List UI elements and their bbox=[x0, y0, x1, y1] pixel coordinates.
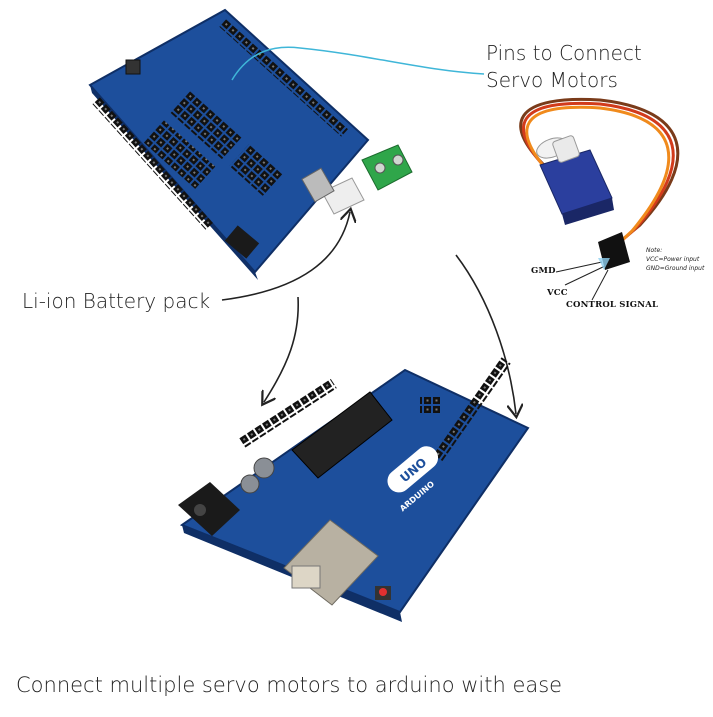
battery-label: Li-ion Battery pack bbox=[22, 289, 211, 313]
arduino-header-left bbox=[238, 378, 337, 449]
arduino-microcontroller bbox=[291, 391, 393, 479]
servo-motor bbox=[519, 97, 680, 270]
pins-pointer-line bbox=[231, 46, 485, 81]
servo-shield-board bbox=[88, 8, 413, 280]
shield-battery-connector bbox=[321, 177, 365, 215]
pins-label-line2: Servo Motors bbox=[486, 68, 618, 92]
shield-switch bbox=[301, 167, 335, 203]
arduino-header-right bbox=[432, 356, 511, 462]
pins-label: Pins to Connect Servo Motors bbox=[486, 40, 642, 94]
servo-note-line1: VCC=Power input bbox=[646, 256, 700, 263]
servo-note-title: Note: bbox=[646, 247, 663, 254]
servo-note-line2: GND=Ground input bbox=[646, 265, 705, 272]
servo-vcc-label: VCC bbox=[547, 288, 568, 298]
battery-pointer-line bbox=[221, 212, 350, 301]
servo-gnd-label: GMD bbox=[531, 266, 556, 276]
arduino-icsp-pins bbox=[420, 396, 442, 414]
servo-wire-red bbox=[522, 101, 675, 245]
arduino-capacitor-2 bbox=[240, 474, 260, 494]
servo-wire-orange bbox=[525, 105, 671, 248]
shield-terminal-block bbox=[361, 144, 413, 191]
shield-dc-jack bbox=[224, 225, 260, 259]
pins-label-line1: Pins to Connect bbox=[486, 41, 642, 65]
arduino-dc-jack bbox=[178, 482, 240, 536]
arrow-servo-to-arduino bbox=[455, 254, 516, 414]
arduino-capacitor-1 bbox=[253, 457, 275, 479]
arduino-uno-board: UNO ARDUINO bbox=[178, 356, 530, 622]
shield-header-top bbox=[218, 17, 349, 137]
shield-reset-button bbox=[125, 59, 141, 75]
servo-wire-callouts bbox=[555, 258, 610, 301]
arrow-shield-to-arduino bbox=[264, 296, 299, 402]
shield-servo-pins bbox=[143, 90, 283, 196]
shield-header-left bbox=[91, 96, 214, 230]
servo-note: Note: VCC=Power input GND=Ground input bbox=[646, 246, 704, 273]
servo-wire-brown bbox=[519, 97, 680, 242]
caption: Connect multiple servo motors to arduino… bbox=[16, 673, 563, 697]
servo-signal-label: CONTROL SIGNAL bbox=[566, 300, 659, 310]
